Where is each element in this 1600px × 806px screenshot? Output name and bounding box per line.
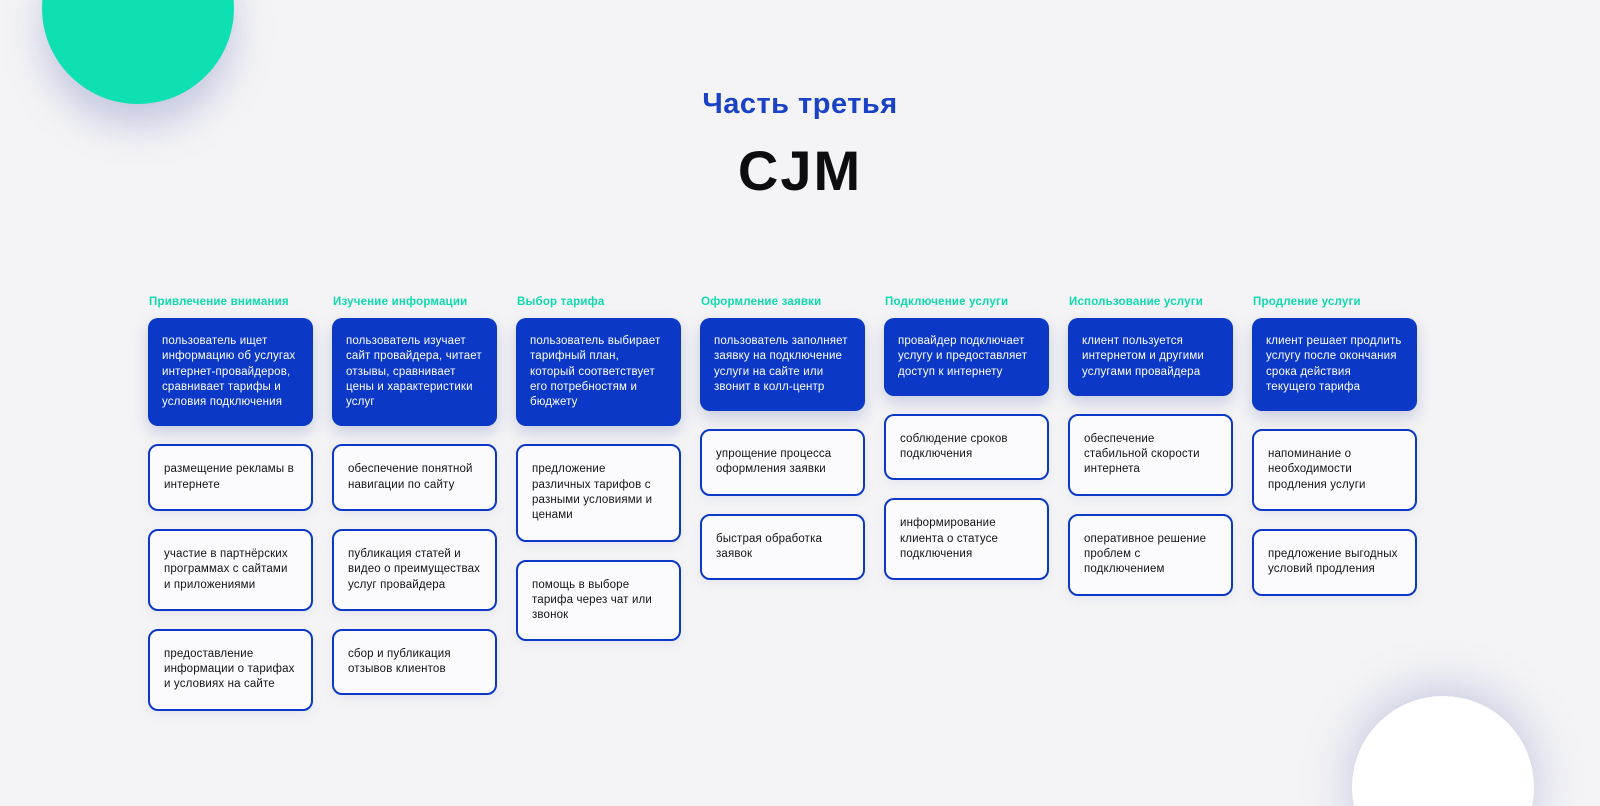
action-card: информирование клиента о статусе подключ… [884,498,1049,581]
column-header: Выбор тарифа [517,296,605,308]
part-subtitle: Часть третья [702,88,898,120]
column-header: Оформление заявки [701,296,822,308]
column-header: Подключение услуги [885,296,1009,308]
column-header: Использование услуги [1069,296,1204,308]
stage-card: клиент решает продлить услугу после окон… [1252,318,1417,412]
journey-column-3: Выбор тарифа пользователь выбирает тарифн… [516,296,681,659]
stage-card: пользователь заполняет заявку на подключ… [700,318,865,412]
action-card: быстрая обработка заявок [700,513,865,581]
action-card: помощь в выборе тарифа через чат или зво… [516,559,681,642]
action-card: оперативное решение проблем с подключени… [1068,513,1233,596]
action-card: размещение рекламы в интернете [148,444,313,511]
action-card: предложение различных тарифов с разными … [516,444,681,542]
column-header: Привлечение внимания [149,296,289,308]
journey-column-4: Оформление заявки пользователь заполняет … [700,296,865,598]
action-card: публикация статей и видео о преимущества… [332,528,497,611]
journey-column-6: Использование услуги клиент пользуется ин… [1068,296,1233,614]
action-card: участие в партнёрских программах с сайта… [148,528,313,611]
action-card: соблюдение сроков подключения [884,413,1049,481]
page-title: CJM [737,139,863,202]
stage-card: клиент пользуется интернетом и другими у… [1068,318,1233,396]
column-header: Продление услуги [1253,296,1361,308]
action-card: предложение выгодных условий продления [1252,528,1417,596]
action-card: упрощение процесса оформления заявки [700,429,865,496]
action-card: обеспечение понятной навигации по сайту [332,444,497,511]
journey-column-2: Изучение информации пользователь изучает … [332,296,497,713]
action-card: обеспечение стабильной скорости интернет… [1068,413,1233,496]
action-card: предоставление информации о тарифах и ус… [148,628,313,711]
action-card: напоминание о необходимости продления ус… [1252,429,1417,511]
stage-card: пользователь выбирает тарифный план, кот… [516,318,681,427]
column-header: Изучение информации [333,296,468,308]
journey-column-7: Продление услуги клиент решает продлить у… [1252,296,1417,614]
journey-board: Привлечение внимания пользователь ищет ин… [148,296,1417,729]
action-card: сбор и публикация отзывов клиентов [332,628,497,696]
stage-card: провайдер подключает услугу и предоставл… [884,318,1049,396]
stage-card: пользователь изучает сайт провайдера, чи… [332,318,497,427]
stage-card: пользователь ищет информацию об услугах … [148,318,313,427]
journey-column-5: Подключение услуги провайдер подключает у… [884,296,1049,598]
journey-column-1: Привлечение внимания пользователь ищет ин… [148,296,313,729]
